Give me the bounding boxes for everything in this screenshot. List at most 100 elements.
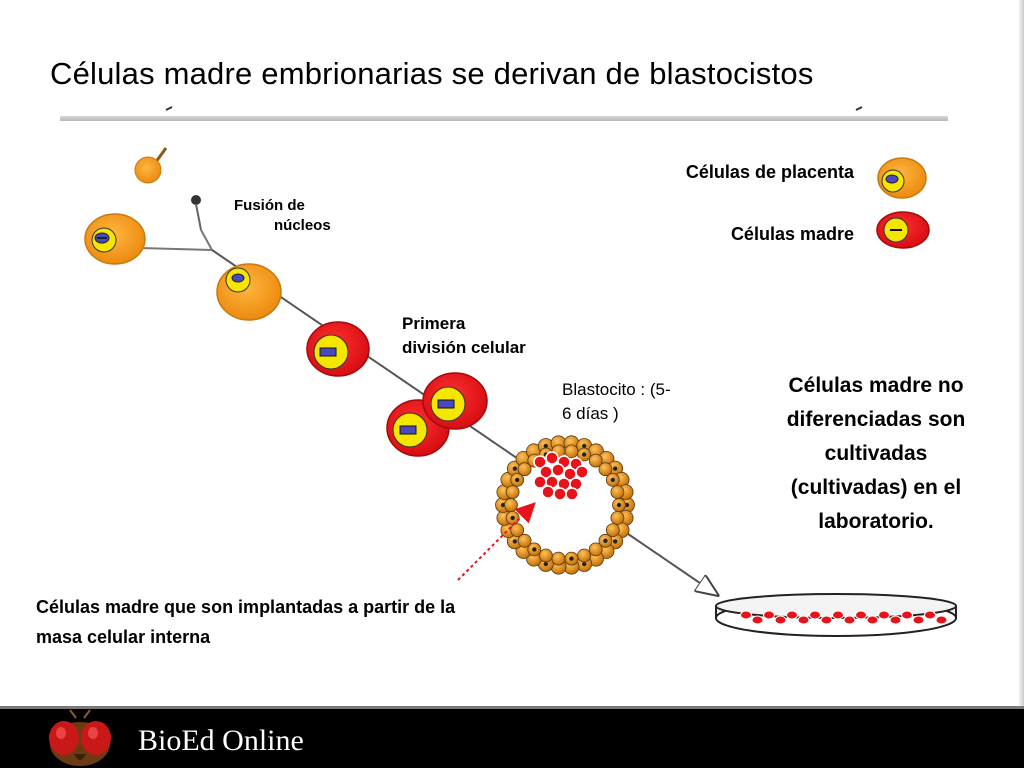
cultured-cell — [763, 610, 775, 620]
trophoblast-nucleus — [510, 515, 515, 521]
culture-note-line: diferenciadas son — [786, 408, 966, 431]
trophoblast-nucleus — [543, 561, 548, 567]
trophoblast-nucleus — [532, 547, 537, 552]
trophoblast-cell — [510, 523, 525, 537]
label-blasto-line2: 6 días ) — [562, 404, 619, 423]
cultured-cell — [786, 610, 798, 620]
inner-mass-cell — [545, 451, 559, 465]
culture-note-line: (cultivadas) en el — [790, 476, 962, 499]
tick-mark — [165, 106, 173, 111]
cultured-cell — [832, 610, 844, 620]
trophoblast-nucleus — [569, 556, 574, 561]
implant-caption-line2: masa celular interna — [36, 627, 211, 647]
cultured-cell — [740, 610, 752, 620]
trophoblast-nucleus — [515, 477, 520, 483]
blastocyst — [495, 435, 635, 575]
label-blastocyst: Blastocito : (5- 6 días ) — [562, 378, 671, 426]
trophoblast-nucleus — [613, 466, 618, 471]
cultured-cell — [809, 610, 821, 620]
inner-mass-cell — [551, 463, 565, 477]
trophoblast-nucleus — [543, 443, 548, 449]
brand-name: BioEd Online — [138, 724, 304, 757]
two-cell-stage — [386, 372, 488, 457]
legend-placenta-label: Células de placenta — [685, 162, 854, 182]
cultured-cell — [889, 615, 902, 625]
cultured-cell — [797, 615, 810, 625]
label-fusion-line1: Fusión de — [234, 197, 305, 214]
sperm-cell — [134, 147, 168, 184]
trophoblast-nucleus — [512, 539, 517, 544]
trophoblast-cell — [517, 533, 532, 548]
egg-cell — [84, 213, 146, 265]
trophoblast-cell — [588, 542, 603, 557]
footer-divider — [0, 706, 1024, 709]
trophoblast-nucleus — [582, 443, 587, 449]
inner-mass-cell — [533, 455, 547, 469]
label-fusion-line2: núcleos — [274, 217, 331, 234]
label-division-line2: división celular — [402, 338, 526, 357]
trophoblast-cell — [588, 453, 603, 468]
title-divider — [60, 116, 948, 121]
trophoblast-nucleus — [610, 477, 615, 483]
trophoblast-nucleus — [500, 502, 506, 508]
trophoblast-cell — [505, 485, 520, 500]
trophoblast-cell — [504, 498, 518, 512]
trophoblast-cell — [598, 462, 613, 477]
legend-placenta-swatch — [877, 157, 927, 199]
culture-note-line: Células madre no — [788, 374, 964, 397]
implant-caption-line1: Células madre que son implantadas a part… — [36, 597, 456, 617]
trophoblast-cell — [551, 551, 566, 566]
tick-mark — [855, 106, 863, 111]
legend-stem-label: Células madre — [730, 224, 854, 244]
label-first-division: Primera división celular — [402, 312, 526, 360]
petri-dish — [715, 593, 957, 637]
trophoblast-nucleus — [624, 502, 630, 508]
cultured-cell — [751, 615, 764, 625]
culture-note-line: cultivadas — [824, 442, 928, 465]
culture-note-line: laboratorio. — [818, 510, 934, 533]
label-blasto-line1: Blastocito : (5- — [562, 380, 671, 399]
trophoblast-nucleus — [616, 502, 622, 508]
slide-title: Células madre embrionarias se derivan de… — [50, 56, 814, 91]
slide-edge-shadow — [1018, 0, 1024, 706]
cultured-cell — [855, 610, 867, 620]
cultured-cell — [774, 615, 787, 625]
cultured-cell — [866, 615, 879, 625]
trophoblast-nucleus — [581, 452, 587, 457]
connector-line — [139, 247, 213, 251]
zygote-cell — [216, 263, 282, 321]
culture-note: Células madre no diferenciadas son culti… — [766, 369, 986, 539]
trophoblast-cell — [605, 523, 620, 537]
trophoblast-nucleus — [582, 561, 587, 567]
label-division-line1: Primera — [402, 314, 466, 333]
label-fusion: Fusión de núcleos — [234, 196, 331, 236]
cultured-cell — [924, 610, 936, 620]
inner-mass-cell — [565, 487, 579, 501]
trophoblast-nucleus — [613, 539, 618, 544]
cultured-cell — [843, 615, 856, 625]
fly-head-logo-icon — [49, 709, 111, 766]
inner-mass-cell — [575, 465, 589, 479]
stem-cell — [306, 321, 370, 377]
inner-mass-cell — [553, 487, 567, 501]
inner-mass-cell — [533, 475, 547, 489]
sperm-cell — [191, 195, 202, 231]
embryo-diagram — [84, 106, 957, 637]
connector-line — [200, 229, 213, 251]
trophoblast-cell — [539, 548, 553, 563]
implant-caption: Células madre que son implantadas a part… — [36, 592, 576, 652]
trophoblast-cell — [577, 548, 591, 563]
trophoblast-cell — [610, 511, 625, 525]
cultured-cell — [820, 615, 833, 625]
cultured-cell — [912, 615, 925, 625]
legend-stem-swatch — [876, 211, 930, 249]
trophoblast-nucleus — [603, 538, 608, 543]
cultured-cell — [878, 610, 890, 620]
cultured-cell — [935, 615, 948, 625]
trophoblast-cell — [517, 462, 532, 477]
trophoblast-cell — [610, 485, 625, 500]
trophoblast-nucleus — [512, 466, 517, 471]
inner-mass-cell — [541, 485, 555, 499]
footer-bar: BioEd Online — [0, 706, 1024, 768]
cultured-cell — [901, 610, 913, 620]
